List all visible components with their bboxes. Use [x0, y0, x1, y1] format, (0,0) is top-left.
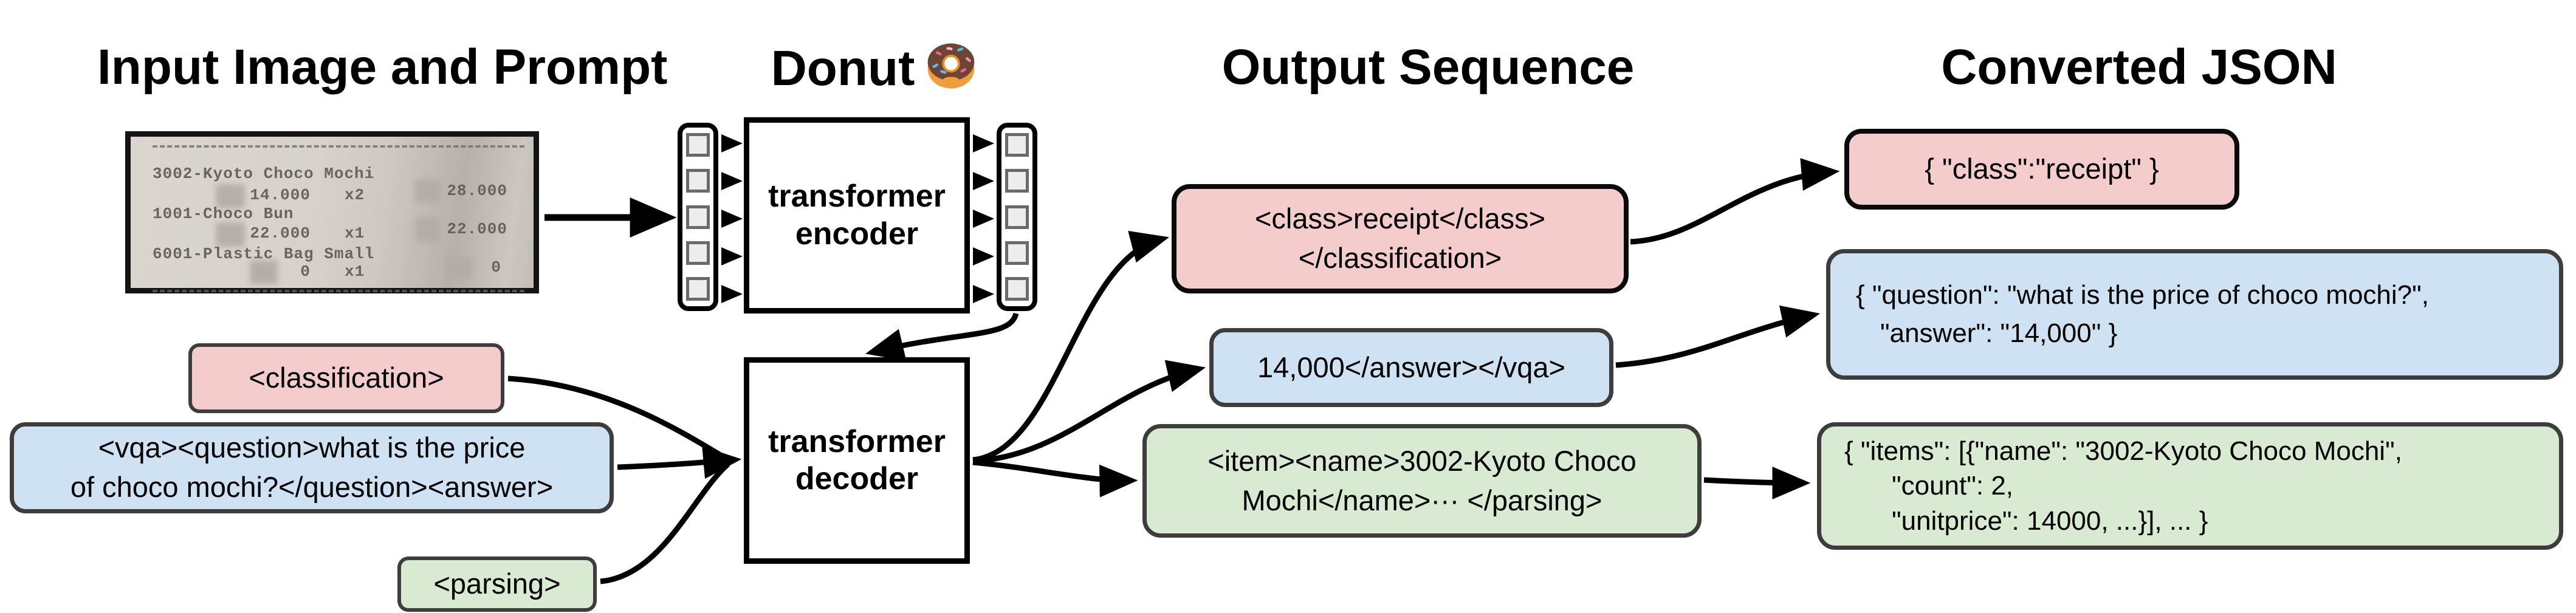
receipt-paper: 3002-Kyoto Choco Mochi 14.000 x2 28.000 …	[131, 137, 534, 292]
output-vqa-text: 14,000</answer></vqa>	[1257, 351, 1565, 383]
patch-square	[1005, 169, 1029, 193]
output-classification-line2: </classification>	[1298, 242, 1502, 274]
receipt-item-qty: x2	[345, 186, 365, 204]
json-parsing-box: { "items": [{"name": "3002-Kyoto Choco M…	[1817, 422, 2563, 550]
receipt-item-price: 14.000	[250, 186, 311, 204]
receipt-item-name: 1001-Choco Bun	[153, 205, 294, 223]
prompt-vqa-line2: of choco mochi?</question><answer>	[70, 471, 554, 503]
encoder-output-embeddings	[997, 123, 1037, 311]
prompt-parsing-box: <parsing>	[397, 556, 597, 612]
patch-square	[686, 241, 710, 265]
donut-emoji	[923, 36, 979, 92]
json-parsing-line3: "unitprice": 14000, ...}], ... }	[1892, 505, 2208, 536]
json-classification-text: { "class":"receipt" }	[1925, 152, 2159, 185]
input-column-title: Input Image and Prompt	[97, 39, 668, 95]
encoder-label-line1: transformer	[768, 179, 946, 214]
prompt-vqa-box: <vqa><question>what is the price of choc…	[10, 422, 614, 513]
decoder-label-line2: decoder	[795, 461, 919, 496]
output-parsing-line2: Mochi</name>··· </parsing>	[1242, 484, 1602, 516]
receipt-divider-top	[153, 145, 524, 148]
prompt-classification-text: <classification>	[249, 361, 444, 394]
receipt-item-qty: x1	[345, 262, 365, 281]
json-vqa-line1: { "question": "what is the price of choc…	[1856, 280, 2429, 310]
patch-square	[1005, 133, 1029, 157]
receipt-item-price: 0	[300, 262, 311, 281]
receipt-divider-bottom	[153, 290, 524, 292]
receipt-item-name: 3002-Kyoto Choco Mochi	[153, 165, 375, 183]
receipt-item-total: 22.000	[447, 220, 507, 238]
arrow-decoder-to-output-parsing	[972, 459, 1138, 498]
model-title-text: Donut	[771, 41, 915, 96]
output-classification-line1: <class>receipt</class>	[1254, 202, 1546, 235]
encoder-input-patches	[678, 123, 718, 311]
arrow-output-to-json-classification	[1630, 158, 1840, 245]
json-column-title: Converted JSON	[1941, 39, 2337, 95]
patch-square	[686, 205, 710, 229]
json-classification-box: { "class":"receipt" }	[1844, 129, 2239, 210]
output-vqa-box: 14,000</answer></vqa>	[1209, 328, 1613, 407]
encoder-label-line2: encoder	[795, 216, 919, 252]
output-parsing-box: <item><name>3002-Kyoto Choco Mochi</name…	[1142, 424, 1702, 538]
patch-square	[1005, 277, 1029, 301]
decoder-label-line1: transformer	[768, 423, 946, 459]
json-parsing-line2: "count": 2,	[1892, 471, 2014, 501]
transformer-encoder-box: transformer encoder	[744, 117, 970, 313]
patch-square	[1005, 205, 1029, 229]
patch-square	[686, 169, 710, 193]
patch-square	[1005, 241, 1029, 265]
prompt-classification-box: <classification>	[188, 343, 504, 413]
receipt-item-total: 0	[491, 258, 501, 276]
arrow-output-to-json-vqa	[1615, 305, 1821, 368]
arrow-embeddings-to-decoder	[865, 312, 1019, 361]
arrow-prompt-vqa-to-decoder	[617, 446, 742, 479]
transformer-decoder-box: transformer decoder	[744, 357, 970, 564]
prompt-parsing-text: <parsing>	[433, 567, 561, 600]
patch-square	[686, 133, 710, 157]
receipt-item-qty: x1	[345, 224, 365, 242]
output-parsing-line1: <item><name>3002-Kyoto Choco	[1207, 444, 1637, 477]
patch-square	[686, 277, 710, 301]
arrow-output-to-json-parsing	[1703, 466, 1811, 499]
arrow-prompt-parsing-to-decoder	[600, 462, 730, 584]
json-parsing-line1: { "items": [{"name": "3002-Kyoto Choco M…	[1844, 436, 2402, 467]
json-vqa-box: { "question": "what is the price of choc…	[1826, 249, 2563, 380]
json-vqa-line2: "answer": "14,000" }	[1880, 318, 2118, 348]
model-column-title: Donut	[717, 36, 1033, 97]
receipt-item-price: 22.000	[250, 224, 311, 242]
receipt-item-name: 6001-Plastic Bag Small	[153, 245, 375, 263]
input-receipt-image: 3002-Kyoto Choco Mochi 14.000 x2 28.000 …	[125, 131, 539, 293]
output-classification-box: <class>receipt</class> </classification>	[1172, 184, 1629, 293]
prompt-vqa-line1: <vqa><question>what is the price	[98, 431, 526, 464]
output-column-title: Output Sequence	[1221, 39, 1635, 95]
receipt-item-total: 28.000	[447, 182, 507, 200]
